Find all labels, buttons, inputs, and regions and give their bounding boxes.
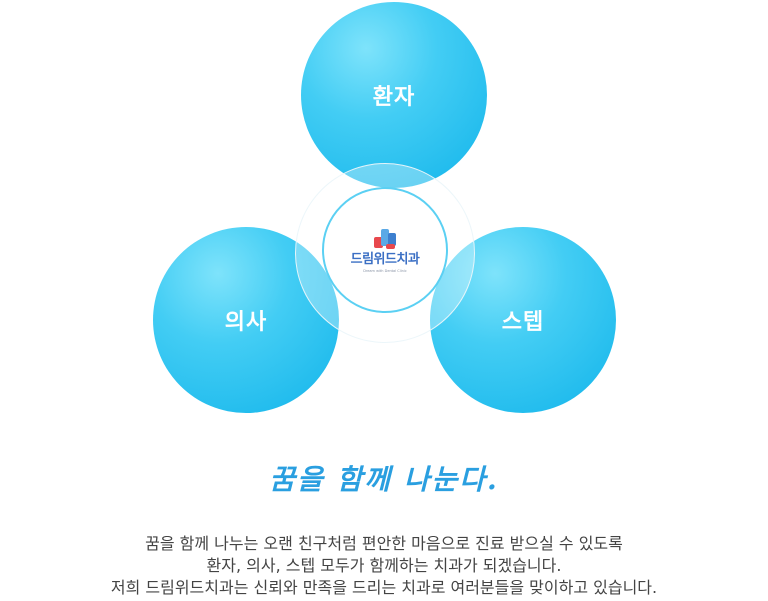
- intro-line-1: 꿈을 함께 나누는 오랜 친구처럼 편안한 마음으로 진료 받으실 수 있도록: [145, 534, 623, 553]
- clinic-logo-tagline: Dream with Dental Clinic: [363, 268, 407, 273]
- intro-text: 꿈을 함께 나누는 오랜 친구처럼 편안한 마음으로 진료 받으실 수 있도록 …: [0, 533, 768, 599]
- patient-circle: 환자: [301, 2, 487, 188]
- intro-line-2: 환자, 의사, 스텝 모두가 함께하는 치과가 되겠습니다.: [206, 556, 562, 575]
- intro-line-3: 저희 드림위드치과는 신뢰와 만족을 드리는 치과로 여러분들을 맞이하고 있습…: [110, 578, 658, 597]
- clinic-logo-icon: [372, 227, 398, 251]
- patient-label: 환자: [372, 85, 416, 110]
- relationship-diagram: 환자 의사 스텝 드림위드치과 Dream with Dental Clinic: [153, 2, 616, 413]
- doctor-label: 의사: [224, 310, 268, 335]
- staff-label: 스텝: [501, 310, 545, 335]
- center-logo-badge: 드림위드치과 Dream with Dental Clinic: [322, 187, 448, 313]
- headline: 꿈을 함께 나눈다.: [269, 463, 499, 496]
- clinic-logo-name: 드림위드치과: [350, 251, 420, 267]
